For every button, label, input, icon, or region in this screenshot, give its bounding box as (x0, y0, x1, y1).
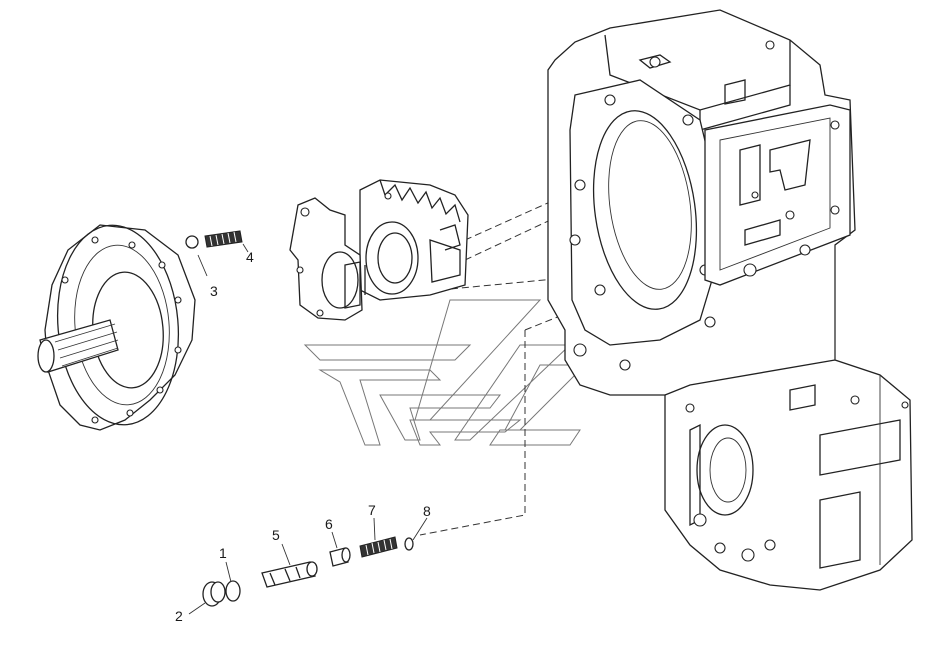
callout-3: 3 (210, 283, 218, 299)
part-3-ball (185, 235, 199, 249)
callout-4: 4 (246, 249, 254, 265)
callout-7: 7 (368, 502, 376, 518)
callout-1: 1 (219, 545, 227, 561)
part-5-valve-spool (261, 561, 318, 588)
part-2-plug (202, 581, 226, 607)
part-4-spring (204, 230, 243, 248)
callout-labels: 1 2 3 4 5 6 7 8 (175, 249, 431, 624)
callout-2: 2 (175, 608, 183, 624)
transmission-housing (547, 9, 913, 591)
pump-flange-assembly (37, 224, 196, 431)
watermark-logo (303, 299, 587, 446)
part-1-o-ring (225, 580, 241, 602)
pump-gasket (289, 197, 363, 321)
pump-gear-housing (359, 179, 469, 301)
callout-leaders (188, 243, 428, 615)
part-7-spring (359, 536, 398, 558)
callout-6: 6 (325, 516, 333, 532)
part-6-sleeve (329, 547, 351, 567)
callout-5: 5 (272, 527, 280, 543)
callout-8: 8 (423, 503, 431, 519)
part-8-washer (404, 537, 414, 551)
